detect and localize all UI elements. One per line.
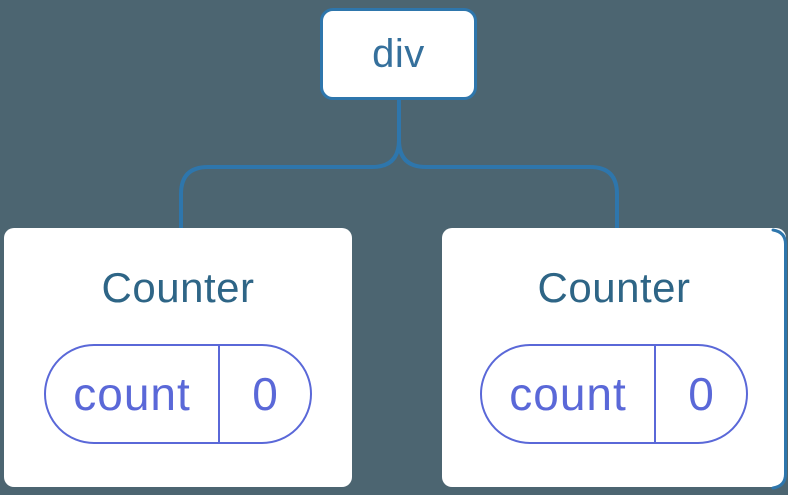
counter-title: Counter <box>101 264 255 311</box>
state-value: 0 <box>252 368 278 421</box>
state-pill: count 0 <box>480 344 748 445</box>
connector-left-branch <box>179 100 401 228</box>
root-node: div <box>320 8 477 100</box>
state-key-label: count <box>46 346 220 443</box>
state-value: 0 <box>688 368 714 421</box>
root-node-label: div <box>372 31 425 76</box>
counter-title: Counter <box>537 264 691 311</box>
counter-card-right: Counter count 0 <box>442 228 786 487</box>
state-pill: count 0 <box>44 344 312 445</box>
connector-right-branch <box>397 100 619 228</box>
counter-card-left: Counter count 0 <box>4 228 352 487</box>
state-key-label: count <box>482 346 656 443</box>
